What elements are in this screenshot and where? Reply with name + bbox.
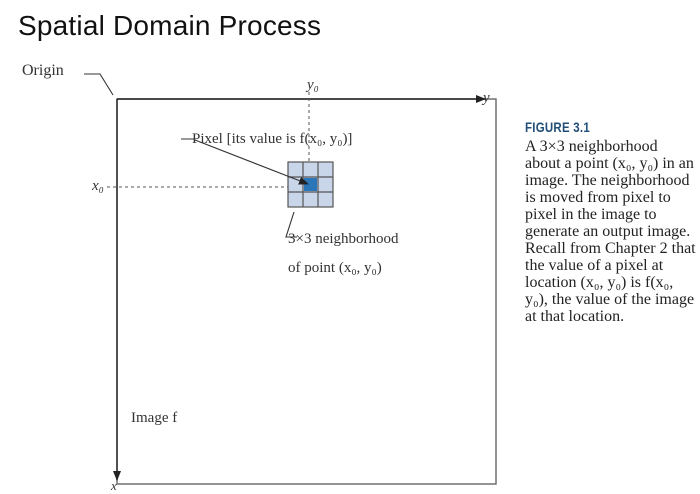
- origin-label: Origin: [22, 62, 64, 79]
- neighborhood-label-line2: of point (x₀, y₀): [288, 260, 382, 276]
- image-label: Image f: [131, 410, 178, 426]
- neighborhood-grid: [287, 161, 334, 208]
- y-axis-label: y: [483, 90, 490, 106]
- neighborhood-label: 3×3 neighborhood of point (x₀, y₀): [288, 225, 399, 283]
- figure-caption-text: A 3×3 neighborhood about a point (x₀, y₀…: [525, 138, 696, 325]
- x0-label: x₀: [92, 178, 104, 194]
- pixel-pointer: [194, 139, 309, 185]
- neighborhood-leader: [285, 211, 297, 238]
- neighborhood-label-line1: 3×3 neighborhood: [288, 231, 399, 247]
- y0-label: y₀: [307, 77, 319, 93]
- origin-leader: [84, 73, 114, 96]
- x-axis-label: x: [111, 478, 117, 493]
- figure-title: FIGURE 3.1: [525, 119, 590, 135]
- center-pixel: [304, 178, 317, 191]
- pixel-label: Pixel [its value is f(x₀, y₀)]: [192, 131, 353, 147]
- figure-caption: FIGURE 3.1 A 3×3 neighborhood about a po…: [525, 119, 697, 325]
- slide-title: Spatial Domain Process: [18, 10, 322, 41]
